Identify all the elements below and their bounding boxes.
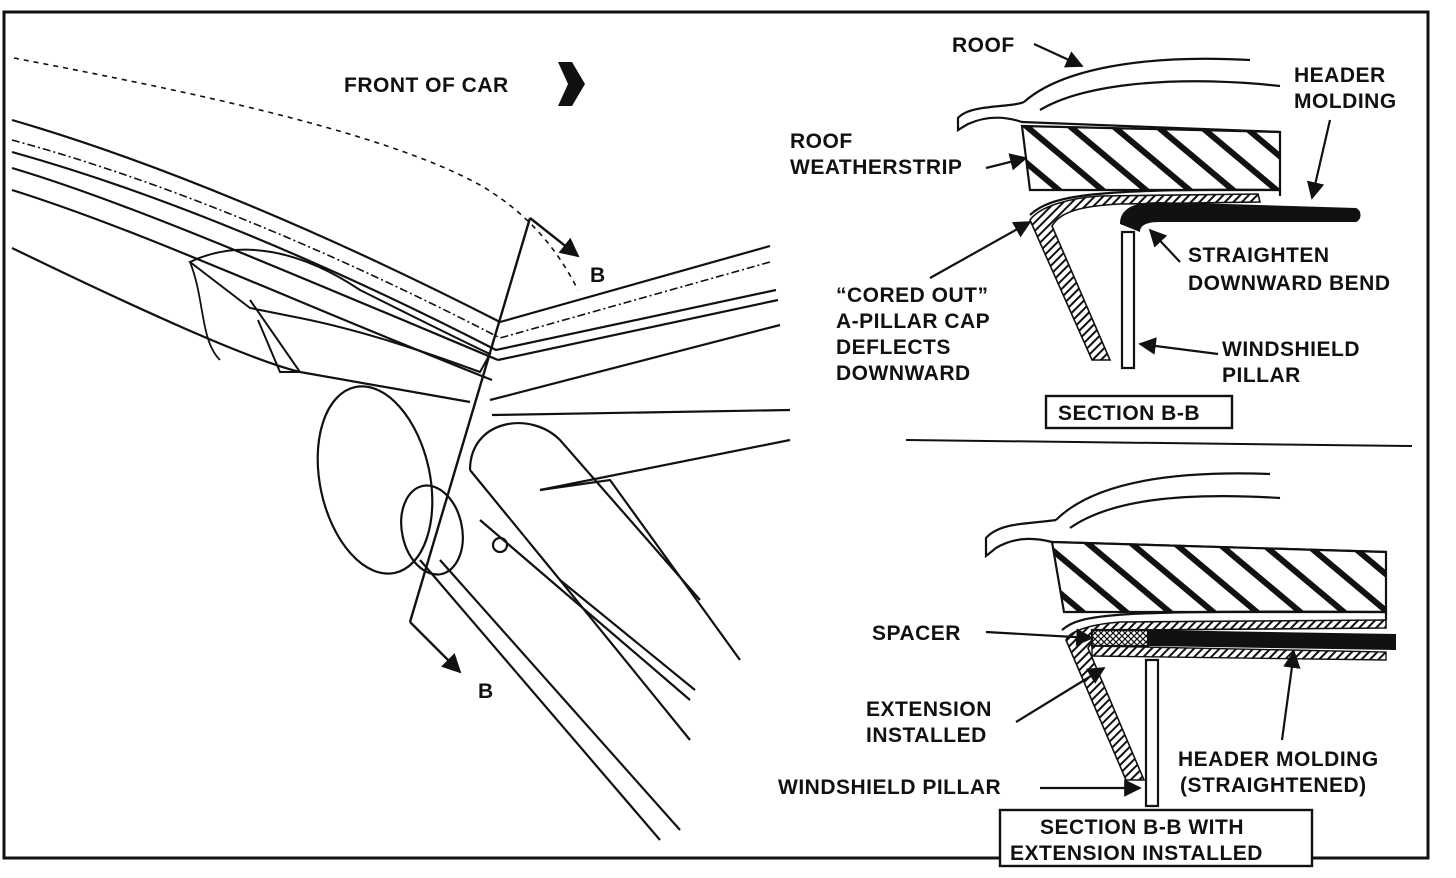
pillar-long-3 [479,519,691,701]
section-extension-title-2: EXTENSION INSTALLED [1010,842,1263,865]
label-cored-1: “CORED OUT” [836,284,989,307]
leader-straighten [1148,228,1181,263]
section-extension-title-1: SECTION B-B WITH [1040,816,1244,839]
pillar-rail-1 [11,166,499,362]
roof-skin-bottom-2 [1069,495,1281,529]
label-cored-2: A-PILLAR CAP [836,310,990,333]
door-frame-arc [468,422,701,741]
label-header-molding-straight-1: HEADER MOLDING [1178,748,1379,771]
label-header-molding-2: MOLDING [1294,90,1397,113]
roof-edge-lower [11,139,771,339]
header-molding [1120,202,1361,232]
molding-cap [188,248,492,374]
extension-strip [1091,645,1387,661]
section-arrow-top [529,217,580,258]
roof-skin-bottom [1039,80,1281,111]
roof-skin-top-2 [1055,472,1271,521]
front-of-car-label: FRONT OF CAR [344,74,509,97]
section-mark-bottom: B [478,680,494,703]
front-arrow-icon [558,62,585,106]
section-arrow-bottom [409,621,462,674]
pillar-rail-3 [11,247,471,404]
label-roof-weatherstrip-2: WEATHERSTRIP [790,156,962,179]
figure-border [2,10,1430,860]
label-windshield-pillar-1: WINDSHIELD [1222,338,1360,361]
label-extension-2: INSTALLED [866,724,987,747]
section-divider [905,439,1413,447]
label-header-molding-1: HEADER [1294,64,1386,87]
mirror-body [316,385,434,575]
roof-weatherstrip-2 [1050,540,1388,614]
roof-skin-top [1023,57,1251,103]
roof-weatherstrip [1020,124,1282,192]
header-rail-2 [489,323,781,402]
section-extension-title-box [998,808,1314,868]
roof-flange-2 [984,518,1387,559]
roof-edge-upper [11,118,771,324]
section-bb-drawing [929,43,1361,430]
windshield-pillar-plate [1120,230,1136,370]
leader-header-molding [1306,119,1332,200]
a-pillar-cap-outer [1029,188,1282,216]
a-pillar-cap-outer-2 [1061,610,1388,631]
leader-extension [1015,667,1106,723]
label-straighten-1: STRAIGHTEN [1188,244,1330,267]
label-cored-4: DOWNWARD [836,362,971,385]
label-header-molding-straight-2: (STRAIGHTENED) [1180,774,1367,797]
label-straighten-2: DOWNWARD BEND [1188,272,1390,295]
label-cored-3: DEFLECTS [836,336,951,359]
roof-edge-strip [11,150,777,352]
leader-weatherstrip [985,153,1028,171]
mirror-mount [400,484,464,576]
label-roof-weatherstrip-1: ROOF [790,130,853,153]
leader-cored-out [929,221,1032,279]
leader-spacer [985,628,1094,646]
label-spacer: SPACER [872,622,961,645]
label-windshield-pillar-2: PILLAR [1222,364,1301,387]
pillar-long-2 [439,559,681,831]
door-frame-inner [539,478,741,661]
header-rail-1 [497,298,779,362]
section-bb-title-box [1044,394,1234,430]
a-pillar-cap [1029,193,1262,361]
section-bb-title: SECTION B-B [1058,402,1200,425]
perspective-view [11,57,791,841]
molding-joint [189,261,221,361]
spacer-block [1090,628,1150,648]
label-roof: ROOF [952,34,1015,57]
label-windshield-pillar-bottom: WINDSHIELD PILLAR [778,776,1001,799]
door-frame-top [539,438,791,492]
windshield-pillar-plate-2 [1144,658,1160,808]
section-extension-drawing [984,472,1396,868]
leader-windshield [1138,337,1219,356]
header-molding-straightened [1148,630,1396,650]
header-rail-3 [491,408,791,417]
leader-roof [1033,43,1084,68]
section-cut-line [408,217,532,623]
roofline-dashed [13,57,579,291]
pillar-long-1 [419,559,661,841]
label-extension-1: EXTENSION [866,698,992,721]
leader-header-molding-2 [1280,650,1301,741]
pillar-long-4 [559,579,696,691]
roof-flange [956,100,1281,134]
section-mark-top: B [590,264,606,287]
molding-end [249,299,302,373]
